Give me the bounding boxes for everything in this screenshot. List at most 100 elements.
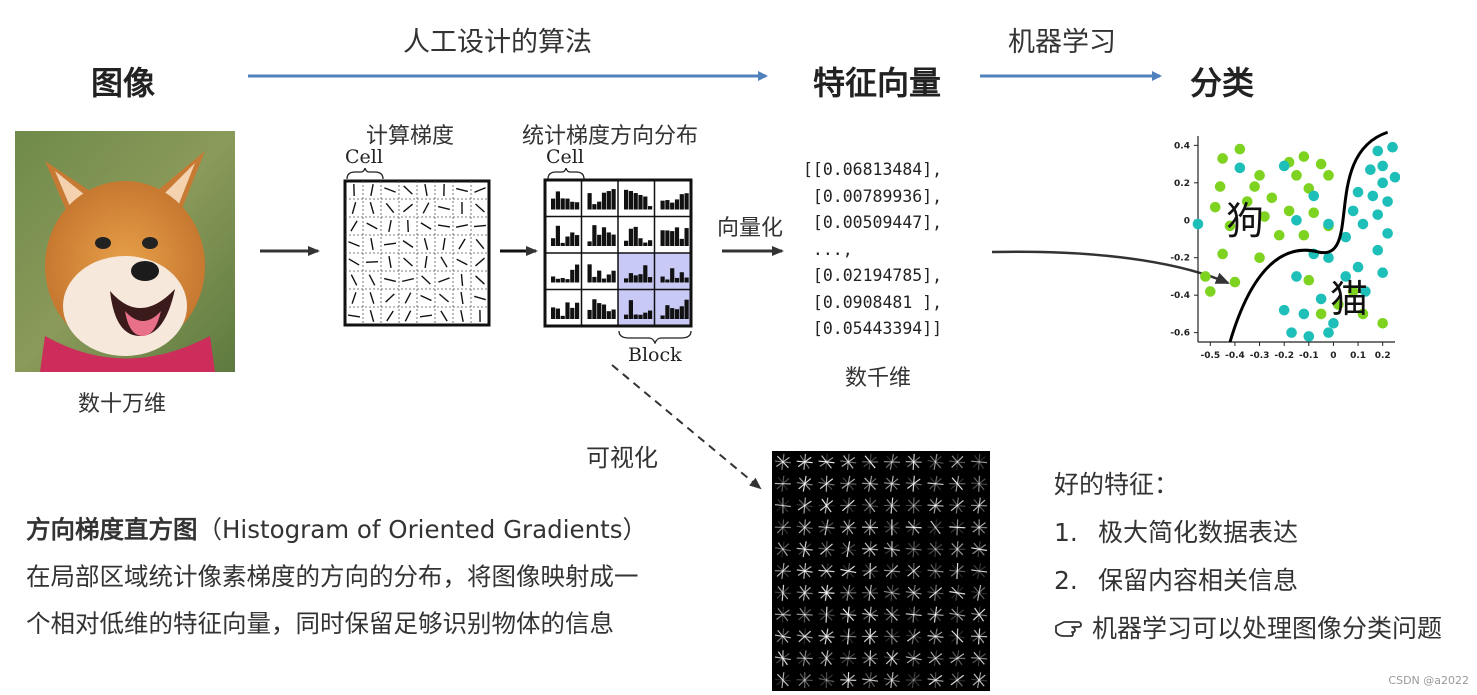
hog-stroke — [956, 628, 959, 645]
y-tick-label: -0.2 — [1170, 254, 1190, 264]
x-tick-label: -0.3 — [1250, 351, 1270, 361]
gradient-arrow — [475, 203, 485, 213]
histogram-bar — [597, 270, 602, 283]
cat-point — [1372, 209, 1384, 220]
hog-stroke — [906, 522, 921, 533]
hog-line-2: 个相对低维的特征向量，同时保留足够识别物体的信息 — [26, 609, 614, 638]
hog-stroke — [929, 499, 942, 512]
dog-point — [1377, 317, 1388, 329]
hog-stroke — [972, 565, 986, 577]
image-dimension-label: 数十万维 — [78, 392, 167, 417]
hog-stroke — [868, 584, 872, 601]
hog-stroke — [797, 500, 812, 511]
hog-stroke — [929, 477, 942, 491]
histogram-bar — [643, 312, 648, 319]
hog-stroke — [776, 499, 790, 512]
histogram-bar — [670, 231, 675, 246]
header-image: 图像 — [91, 64, 156, 102]
gradient-arrow — [455, 224, 469, 228]
hog-stroke — [798, 586, 811, 599]
histogram-bar — [624, 240, 629, 246]
hog-stroke — [799, 607, 811, 622]
hog-stroke — [846, 541, 851, 558]
histogram-bar — [606, 191, 611, 210]
hog-stroke — [977, 650, 981, 667]
hog-stroke — [846, 606, 850, 623]
gradient-arrow — [403, 257, 413, 267]
histogram-bar — [606, 274, 611, 283]
histogram-bar — [592, 276, 597, 283]
hog-stroke — [797, 565, 812, 577]
hog-stroke — [819, 500, 834, 511]
histogram-bar — [648, 277, 653, 283]
hog-stroke — [951, 455, 964, 468]
good-feature-item-2: 2.保留内容相关信息 — [1054, 557, 1474, 605]
hog-stroke — [976, 563, 982, 579]
label-handcrafted-algorithm: 人工设计的算法 — [403, 27, 592, 58]
good-features-title: 好的特征： — [1054, 470, 1180, 499]
good-feature-note: 机器学习可以处理图像分类问题 — [1054, 605, 1474, 653]
hog-stroke — [907, 565, 921, 577]
vector-dimension-label: 数千维 — [845, 366, 912, 391]
histogram-bar — [601, 304, 607, 319]
dog-point — [1254, 252, 1265, 264]
dog-point — [1273, 229, 1285, 241]
hog-stroke — [868, 519, 872, 536]
hog-stroke — [885, 521, 899, 533]
decision-boundary — [1228, 130, 1389, 343]
hog-stroke — [820, 652, 833, 665]
histogram-bar — [679, 194, 684, 210]
hog-stroke — [776, 674, 790, 686]
hog-stroke — [933, 519, 938, 536]
hog-stroke — [928, 631, 943, 642]
dog-point — [1303, 183, 1315, 194]
hog-stroke — [911, 672, 916, 689]
histogram-bar — [628, 191, 633, 210]
hog-stroke — [803, 606, 806, 623]
hog-stroke — [977, 453, 981, 470]
hog-stroke — [841, 456, 856, 467]
gradient-arrow — [404, 310, 412, 322]
hog-stroke — [798, 652, 812, 664]
histogram-bar — [570, 269, 575, 283]
histogram-bar — [660, 315, 665, 319]
cat-point — [1372, 145, 1384, 157]
hog-stroke — [890, 497, 894, 514]
hog-stroke — [798, 478, 812, 490]
hog-stroke — [889, 453, 895, 470]
hog-stroke — [972, 522, 986, 533]
hog-stroke — [972, 653, 987, 664]
hog-stroke — [912, 606, 915, 623]
hog-stroke — [863, 544, 877, 555]
gradient-arrow — [402, 203, 414, 213]
hog-stroke — [820, 586, 833, 599]
hog-stroke — [951, 586, 964, 599]
good-feature-item-1: 1.极大简化数据表达 — [1054, 509, 1474, 557]
cat-point — [1340, 231, 1352, 243]
histogram-bar — [560, 278, 565, 283]
hog-stroke — [973, 564, 985, 578]
cat-point — [1323, 252, 1334, 264]
vectorize-label: 向量化 — [717, 216, 784, 241]
histogram-bar — [643, 265, 648, 283]
histogram-bar — [565, 279, 570, 283]
hog-stroke — [972, 586, 986, 599]
gradient-arrow — [458, 238, 466, 250]
hog-stroke — [956, 562, 959, 580]
histogram-bar — [565, 302, 570, 319]
hog-stroke — [907, 521, 920, 534]
hog-stroke — [972, 608, 986, 621]
cat-point — [1286, 327, 1297, 338]
histogram-bar — [560, 242, 565, 246]
cat-point — [1291, 271, 1302, 282]
hog-stroke — [928, 674, 943, 686]
y-tick-label: 0.4 — [1174, 141, 1190, 151]
dog-point — [1333, 299, 1344, 310]
gradient-arrow — [350, 220, 358, 232]
gradient-arrow — [383, 242, 397, 246]
hog-stroke — [825, 606, 828, 623]
hog-stroke — [863, 630, 877, 643]
histogram-bar — [551, 276, 556, 283]
block-label: Block — [628, 344, 682, 366]
hog-stroke — [824, 519, 829, 536]
